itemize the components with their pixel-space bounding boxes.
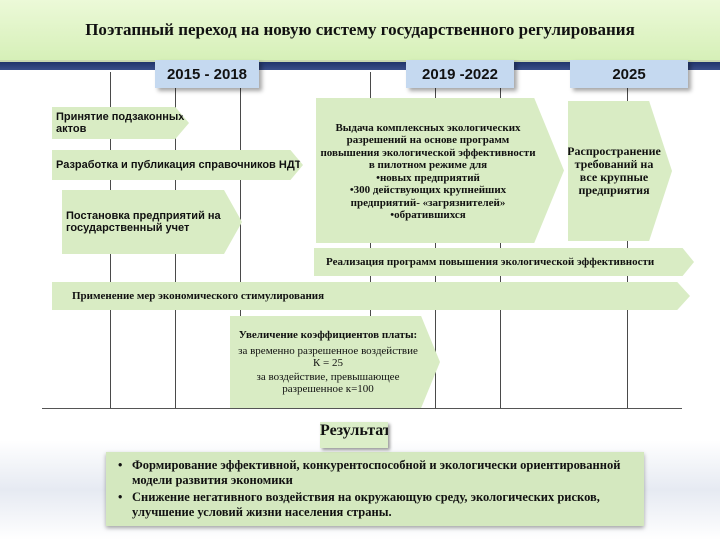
arrow-extend-requirements: Распространение требований на все крупны… xyxy=(568,101,672,241)
period-2015-2018: 2015 - 2018 xyxy=(155,60,259,88)
arrow-label: Реализация программ повышения экологичес… xyxy=(326,256,655,268)
period-2019-2022: 2019 -2022 xyxy=(406,60,514,88)
arrow-bullet: •обратившихся xyxy=(390,209,466,221)
timeline-baseline xyxy=(42,408,682,409)
arrow-efficiency-programs: Реализация программ повышения экологичес… xyxy=(314,248,694,276)
coefficient-line: за воздействие, превышающее разрешенное … xyxy=(256,371,400,395)
arrow-label: Применение мер экономического стимулиров… xyxy=(72,290,325,302)
arrow-label: Распространение требований на все крупны… xyxy=(567,144,661,197)
results-label: Результат xyxy=(320,422,388,448)
page-title: Поэтапный переход на новую систему госуд… xyxy=(85,20,635,39)
period-2025: 2025 xyxy=(570,60,688,88)
result-item: Формирование эффективной, конкурентоспос… xyxy=(116,458,636,488)
timeline-line xyxy=(240,72,241,408)
arrow-bullet: •300 действующих крупнейших предприятий-… xyxy=(349,184,507,209)
arrow-by-laws: Принятие подзаконных актов xyxy=(52,107,189,139)
arrow-heading: Увеличение коэффициентов платы: xyxy=(238,329,418,341)
arrow-heading: Выдача комплексных экологических разреше… xyxy=(320,121,536,172)
arrow-label: Принятие подзаконных актов xyxy=(56,111,185,135)
result-item: Снижение негативного воздействия на окру… xyxy=(116,490,636,520)
arrow-economic-incentives: Применение мер экономического стимулиров… xyxy=(52,282,690,310)
arrow-ndt: Разработка и публикация справочников НДТ xyxy=(52,150,303,180)
header-band xyxy=(0,62,720,70)
arrow-integrated-permits: Выдача комплексных экологических разреше… xyxy=(316,98,564,243)
coefficient-line: за временно разрешенное воздействие К = … xyxy=(238,345,418,369)
arrow-label: Разработка и публикация справочников НДТ xyxy=(56,159,302,171)
title-bar: Поэтапный переход на новую систему госуд… xyxy=(0,0,720,62)
arrow-registration: Постановка предприятий на государственны… xyxy=(62,190,242,254)
arrow-bullet: •новых предприятий xyxy=(376,171,480,184)
arrow-label: Постановка предприятий на государственны… xyxy=(66,210,221,234)
results-box: Формирование эффективной, конкурентоспос… xyxy=(106,452,644,526)
arrow-payment-coefficients: Увеличение коэффициентов платы: за време… xyxy=(230,316,440,408)
